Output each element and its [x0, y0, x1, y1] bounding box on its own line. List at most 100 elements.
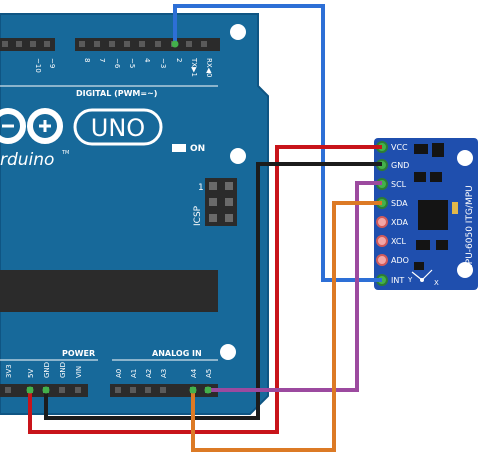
analog-pin-label: A0: [115, 369, 123, 378]
digital-pin-label: 8: [83, 58, 91, 62]
sensor-component: [414, 144, 428, 154]
mpu6050-module: [374, 138, 478, 290]
arduino-logo-icon: [0, 108, 63, 144]
power-pin-label: VIN: [75, 366, 83, 378]
digital-pin-label: ~3: [159, 58, 167, 68]
icsp-pin: [209, 214, 217, 222]
mounting-hole: [230, 148, 246, 164]
power-pin-hole: [59, 387, 65, 393]
sensor-pin-pad: [376, 254, 388, 266]
header-hole: [44, 41, 50, 47]
connection-dot: [26, 386, 34, 394]
axis-icon: [411, 269, 433, 282]
digital-pin-label: ~5: [128, 58, 136, 68]
header-hole: [94, 41, 100, 47]
power-pin-label: 5V: [27, 369, 35, 378]
sensor-component: [432, 143, 444, 157]
sensor-pin-label: ADO: [391, 256, 409, 265]
power-pin-label: GND: [59, 362, 67, 378]
header-hole: [2, 41, 8, 47]
uno-text: UNO: [91, 114, 145, 142]
power-pin-label: 3V3: [5, 364, 13, 378]
wire-gnd-black: [44, 162, 382, 420]
analog-pin-label: A3: [160, 369, 168, 378]
analog-label: ANALOG IN: [152, 349, 202, 358]
connection-dot: [42, 386, 50, 394]
header-hole: [16, 41, 22, 47]
mounting-hole: [220, 344, 236, 360]
header-hole: [30, 41, 36, 47]
icsp-pin: [225, 214, 233, 222]
header-hole: [124, 41, 130, 47]
header-hole: [79, 41, 85, 47]
on-led: [172, 144, 186, 152]
header-hole: [155, 41, 161, 47]
sensor-chip: [418, 200, 448, 230]
sensor-pin-label: VCC: [391, 143, 408, 152]
icsp-pin1-label: 1: [198, 183, 204, 193]
sensor-pin-pad: [376, 235, 388, 247]
wire-scl-purple: [208, 181, 382, 392]
power-pin-label: GND: [43, 362, 51, 378]
sensor-pin-label: INT: [391, 276, 404, 285]
connection-dot: [189, 386, 197, 394]
digital-pin-label: 2: [175, 58, 183, 62]
analog-pin-label: A2: [145, 369, 153, 378]
axis-y-label: Y: [407, 276, 413, 284]
sensor-component: [414, 262, 424, 270]
icsp-pin: [209, 182, 217, 190]
sensor-pin-label: XDA: [391, 218, 409, 227]
wire-int-blue: [173, 4, 382, 282]
header-hole: [139, 41, 145, 47]
arduino-board: [0, 13, 269, 415]
power-pin-hole: [5, 387, 11, 393]
sensor-pin-label: GND: [391, 161, 409, 170]
connection-dot: [204, 386, 212, 394]
sensor-component: [430, 172, 442, 182]
header-hole: [186, 41, 192, 47]
on-label: ON: [190, 144, 205, 154]
sensor-pin-label: SCL: [391, 180, 407, 189]
header-hole: [109, 41, 115, 47]
sensor-component: [416, 240, 430, 250]
sensor-pin-label: SDA: [391, 199, 408, 208]
icsp-header: [205, 178, 237, 226]
digital-header-left: [0, 38, 55, 51]
analog-pin-label: A1: [130, 369, 138, 378]
icsp-pin: [225, 182, 233, 190]
analog-pin-hole: [145, 387, 151, 393]
digital-pin-label: RX◀0: [205, 58, 213, 78]
brand-text: rduino: [0, 150, 54, 170]
icsp-label: ICSP: [193, 205, 203, 226]
digital-pin-label: ~9: [48, 58, 56, 68]
power-pin-hole: [75, 387, 81, 393]
mounting-hole: [230, 24, 246, 40]
axis-x-label: X: [434, 279, 439, 287]
sensor-pin-pad: [376, 216, 388, 228]
analog-pin-hole: [115, 387, 121, 393]
analog-pin-hole: [130, 387, 136, 393]
digital-pin-label: 7: [98, 58, 106, 62]
icsp-pin: [225, 198, 233, 206]
sensor-capacitor: [452, 202, 458, 214]
wire-vcc-red: [28, 145, 382, 434]
trademark-text: TM: [61, 150, 69, 156]
connection-dot: [171, 40, 179, 48]
sensor-model-text: MPU-6050 ITG/MPU: [465, 185, 475, 272]
digital-label: DIGITAL (PWM=~): [76, 89, 157, 98]
analog-pin-label: A5: [205, 369, 213, 378]
digital-pin-label: ~6: [113, 58, 121, 69]
microcontroller-chip: [0, 270, 218, 312]
analog-pin-hole: [160, 387, 166, 393]
header-hole: [201, 41, 207, 47]
sensor-component: [436, 240, 448, 250]
sensor-component: [414, 172, 426, 182]
digital-pin-label: TX▶1: [190, 57, 198, 77]
uno-badge: [73, 108, 163, 146]
digital-pin-label: 4: [143, 58, 151, 63]
power-label: POWER: [62, 349, 95, 358]
wire-sda-orange: [191, 201, 382, 452]
icsp-pin: [209, 198, 217, 206]
digital-pin-label: ~10: [34, 58, 42, 73]
sensor-pin-label: XCL: [391, 237, 406, 246]
